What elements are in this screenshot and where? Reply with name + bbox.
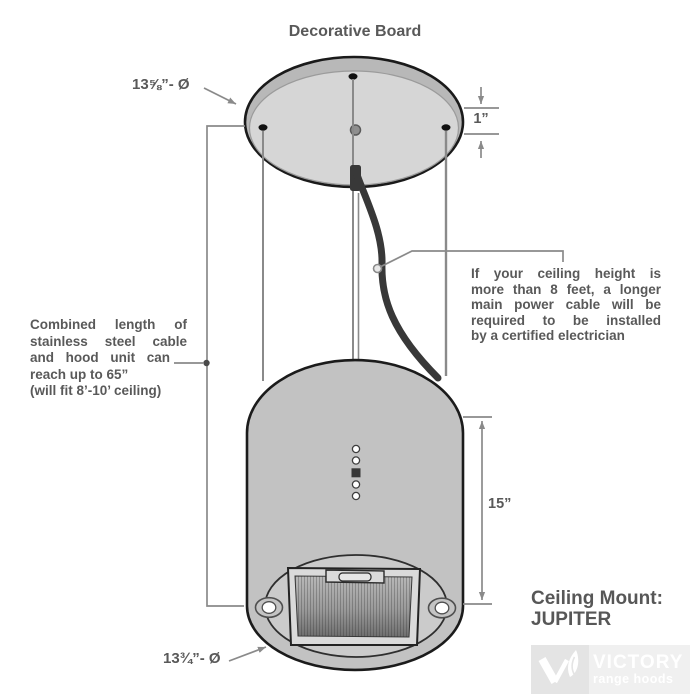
cable-anchor-left (258, 124, 268, 131)
product-model: JUPITER (531, 608, 612, 630)
note-line: more than 8 feet, a longer (471, 281, 661, 297)
light-right-bulb (434, 601, 450, 615)
emblem-v-right (553, 658, 569, 684)
note-line: Combined length of (30, 317, 187, 332)
note-line: and hood unit can (30, 350, 170, 365)
brand-text: VICTORY range hoods (589, 645, 690, 694)
note-line: required to be installed (471, 312, 661, 328)
note-line: by a certified electrician (471, 328, 625, 343)
brand-name: VICTORY (593, 652, 684, 673)
victory-emblem-icon (531, 645, 589, 694)
brand-tagline: range hoods (593, 672, 674, 686)
emblem-v-left (538, 657, 559, 684)
note-connector-dot (203, 359, 210, 367)
control-button-1 (351, 444, 361, 454)
grease-filter (286, 566, 422, 646)
filter-mesh-texture (295, 576, 412, 637)
board-diameter-leader (203, 87, 237, 105)
product-name: Ceiling Mount: JUPITER (531, 588, 663, 630)
cable-length-note: Combined length of stainless steel cable… (30, 317, 187, 400)
filter-handle-slot (338, 572, 372, 582)
emblem-flame-detail (571, 656, 576, 675)
power-cable (350, 165, 442, 382)
power-cable-curve (352, 168, 442, 382)
hood-diameter-leader (228, 646, 267, 662)
control-button-4 (351, 480, 361, 489)
control-button-2 (351, 456, 361, 465)
note-line: If your ceiling height is (471, 266, 661, 281)
cable-anchor-right (441, 124, 451, 131)
light-right (427, 597, 457, 619)
note-line: reach up to 65” (30, 366, 129, 382)
note-line: (will fit 8’-10’ ceiling) (30, 383, 162, 398)
note-line: main power cable will be (471, 297, 661, 312)
control-button-5 (351, 491, 361, 501)
victory-v-flame-icon (538, 650, 579, 684)
board-diameter-label: 13⅝”- Ø (132, 76, 190, 93)
hood-unit (245, 358, 465, 672)
note-line: stainless steel cable (30, 333, 187, 349)
product-type: Ceiling Mount: (531, 588, 663, 609)
hood-height-label: 15” (488, 496, 512, 512)
dimension-lines (174, 87, 564, 662)
hood-height-dimension (463, 416, 492, 605)
control-panel (351, 444, 361, 501)
brand-logo: VICTORY range hoods (531, 645, 690, 694)
diagram-title: Decorative Board (288, 23, 422, 40)
suspension-cables (262, 79, 448, 381)
cable-note-line (379, 250, 564, 268)
light-left (254, 596, 284, 619)
length-bracket (206, 125, 245, 607)
board-thickness-dimension (464, 87, 499, 158)
light-left-bulb (261, 601, 277, 614)
hood-diameter-label: 13¾”- Ø (163, 650, 221, 667)
electrician-note: If your ceiling height is more than 8 fe… (471, 266, 661, 344)
board-thickness-label: 1” (473, 111, 489, 127)
cable-note-leader (372, 250, 564, 274)
control-button-3 (351, 468, 361, 478)
cable-anchor-center (348, 73, 358, 80)
cable-note-marker (372, 263, 383, 274)
